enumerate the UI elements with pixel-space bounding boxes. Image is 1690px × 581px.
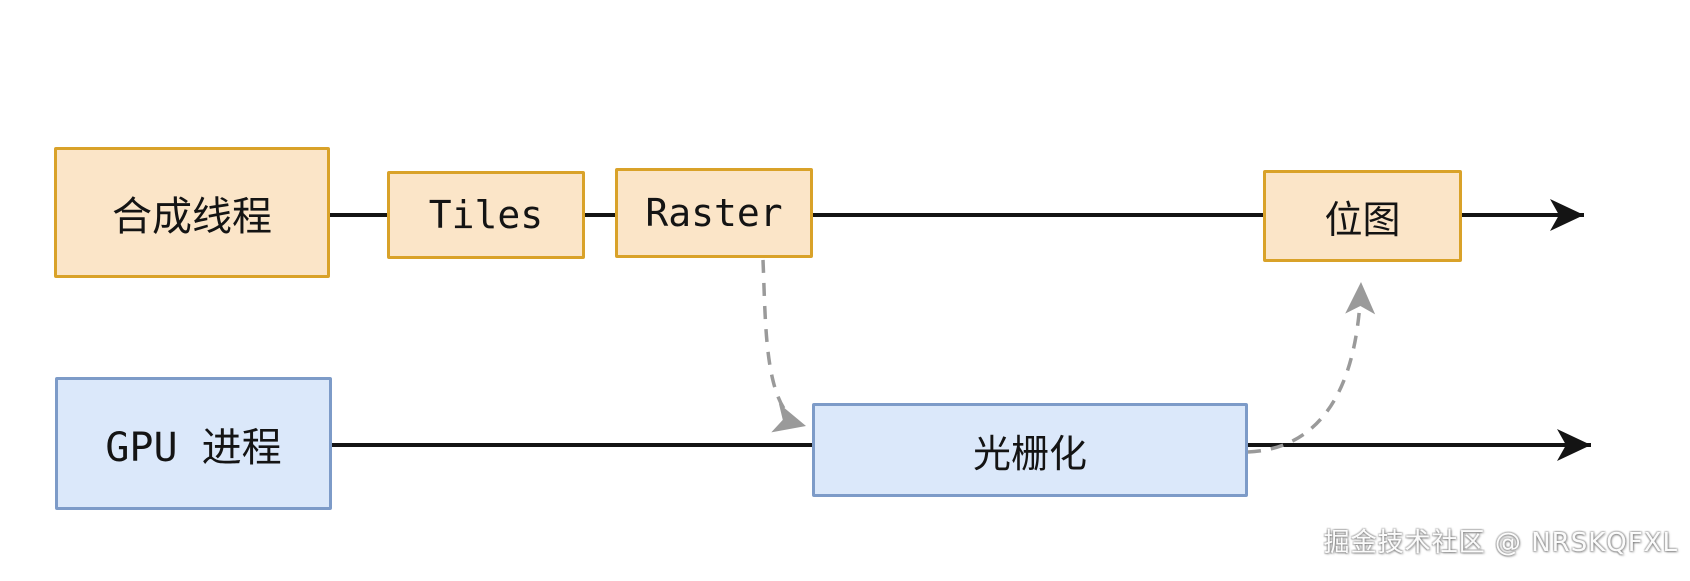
node-bitmap: 位图 [1263,170,1462,262]
node-raster: Raster [615,168,813,258]
node-tiles-label: Tiles [428,193,544,237]
node-raster-label: Raster [645,191,783,235]
node-bitmap-label: 位图 [1324,197,1401,242]
node-tiles: Tiles [387,171,585,259]
node-rasterization: 光栅化 [812,403,1248,497]
watermark: 掘金技术社区 @ NRSKQFXL [1323,528,1678,558]
node-gpu-process-label: GPU 进程 [105,424,282,471]
node-rasterization-label: 光栅化 [972,431,1087,476]
node-compositor-thread-label: 合成线程 [112,193,272,240]
node-compositor-thread: 合成线程 [54,147,330,278]
dashed-arrow-rasterization-to-bitmap [1247,281,1376,454]
node-gpu-process: GPU 进程 [55,377,332,510]
dashed-arrow-raster-to-rasterization [761,259,807,433]
